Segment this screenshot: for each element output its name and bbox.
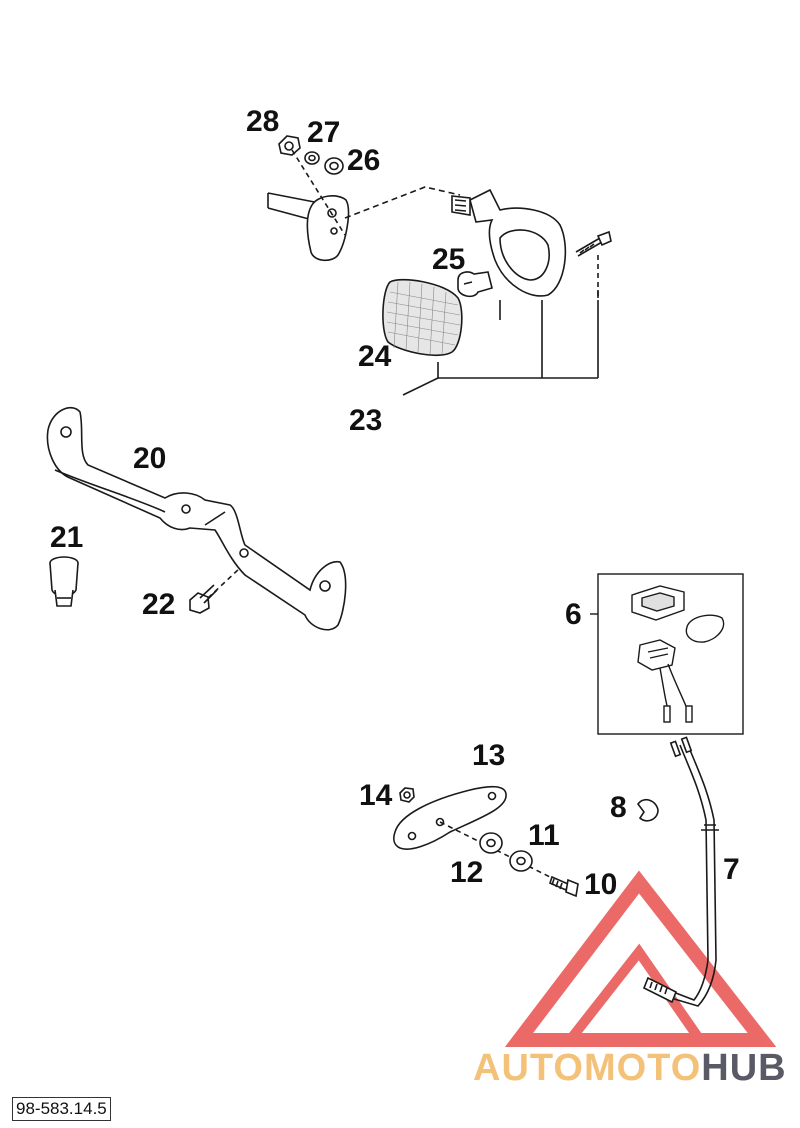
clip-8 [636,798,659,822]
callout-20: 20 [133,442,167,475]
mounting-plate-13 [393,785,579,898]
callout-12: 12 [450,856,484,889]
washer-26 [324,157,344,175]
callout-21: 21 [50,521,84,554]
plug-21 [49,556,79,607]
callout-6: 6 [565,598,582,631]
watermark-logo [504,870,777,1047]
callout-26: 26 [347,144,381,177]
watermark-text-part2: HUB [701,1047,787,1089]
turn-signal-assembly [267,135,612,396]
nut-28 [278,135,301,156]
callout-22: 22 [142,588,176,621]
document-code: 98-583.14.5 [12,1097,111,1121]
cable-7 [642,736,719,1007]
callout-10: 10 [584,868,618,901]
watermark-text-part1: AUTOMOTO [473,1047,702,1089]
lens-24 [382,278,463,356]
lock-washer-27 [304,151,320,165]
watermark-text: AUTOMOTOHUB [473,1049,787,1087]
callout-11: 11 [528,819,560,852]
callout-25: 25 [432,243,466,276]
bulb-25 [457,271,493,298]
indicator-housing [469,188,567,297]
callout-27: 27 [307,116,341,149]
callout-28: 28 [246,105,280,138]
callout-24: 24 [358,340,392,373]
callout-23: 23 [349,404,383,437]
bolt-22 [189,567,241,614]
callout-14: 14 [359,779,393,812]
callout-8: 8 [610,791,627,824]
instrument-kit-box [590,573,744,735]
screw [575,237,603,257]
mounting-plate [306,195,350,262]
callout-7: 7 [723,853,740,886]
bracket-20 [46,406,347,631]
callout-13: 13 [472,739,506,772]
